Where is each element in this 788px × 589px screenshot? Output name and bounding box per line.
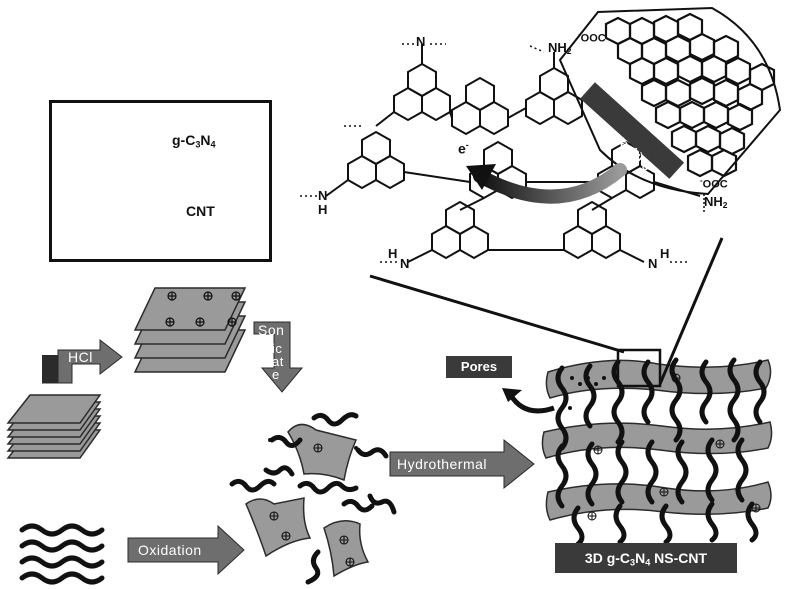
legend-gcn-label: g-C3N4	[172, 132, 216, 150]
nh2-top-label: NH2	[548, 40, 572, 57]
nh-bottom-left-label: N	[400, 256, 410, 271]
nh-bottom-left-h-label: H	[388, 246, 398, 261]
sonicate-arrow	[253, 321, 304, 393]
electron-transfer-arrow	[473, 163, 627, 204]
electron-label: e-	[458, 140, 469, 157]
pristine-cnt-icon	[19, 523, 105, 585]
n-top-label: N	[416, 34, 426, 49]
hydrothermal-arrow	[389, 438, 535, 490]
cooc-top-label: -OOC	[578, 30, 606, 45]
gcn-molecular-sheet	[325, 44, 701, 263]
legend-cnt-label: CNT	[186, 203, 215, 219]
gcn-dashed-terminals	[300, 43, 690, 263]
zoom-leader-left	[369, 274, 625, 354]
electron-transfer-arrowhead	[466, 164, 496, 190]
nh-bottom-right-label: N	[648, 256, 658, 271]
nh-left-label: N	[318, 188, 328, 203]
legend-box	[49, 100, 272, 262]
cooc-bottom-label: -OOC	[700, 176, 728, 191]
nh2-right-label: NH2	[704, 194, 728, 211]
hcl-label: HCl	[68, 349, 93, 365]
stacking-band	[580, 82, 685, 179]
bulk-gcn-stack-icon	[6, 394, 102, 459]
oxidation-label: Oxidation	[138, 542, 202, 558]
pores-arrow	[507, 392, 555, 414]
sonicate-label-a: Son	[258, 322, 285, 338]
hydrothermal-label: Hydrothermal	[397, 456, 488, 472]
pores-arrowhead	[502, 388, 522, 402]
pores-tag: Pores	[446, 356, 512, 378]
zoom-leader-right	[658, 237, 724, 385]
zoom-box	[616, 348, 662, 388]
sonicate-label-b: icate	[272, 341, 284, 382]
nh-bottom-right-h-label: H	[660, 246, 670, 261]
product-network	[541, 357, 773, 547]
protonated-gcn-stack-icon	[133, 287, 247, 373]
hcl-arrow	[42, 338, 123, 384]
nh-left-h-label: H	[318, 202, 328, 217]
product-name-tag: 3D g-C3N4 NS-CNT	[555, 543, 737, 573]
oxidation-arrow	[127, 524, 245, 576]
mixture-cluster	[229, 412, 397, 585]
